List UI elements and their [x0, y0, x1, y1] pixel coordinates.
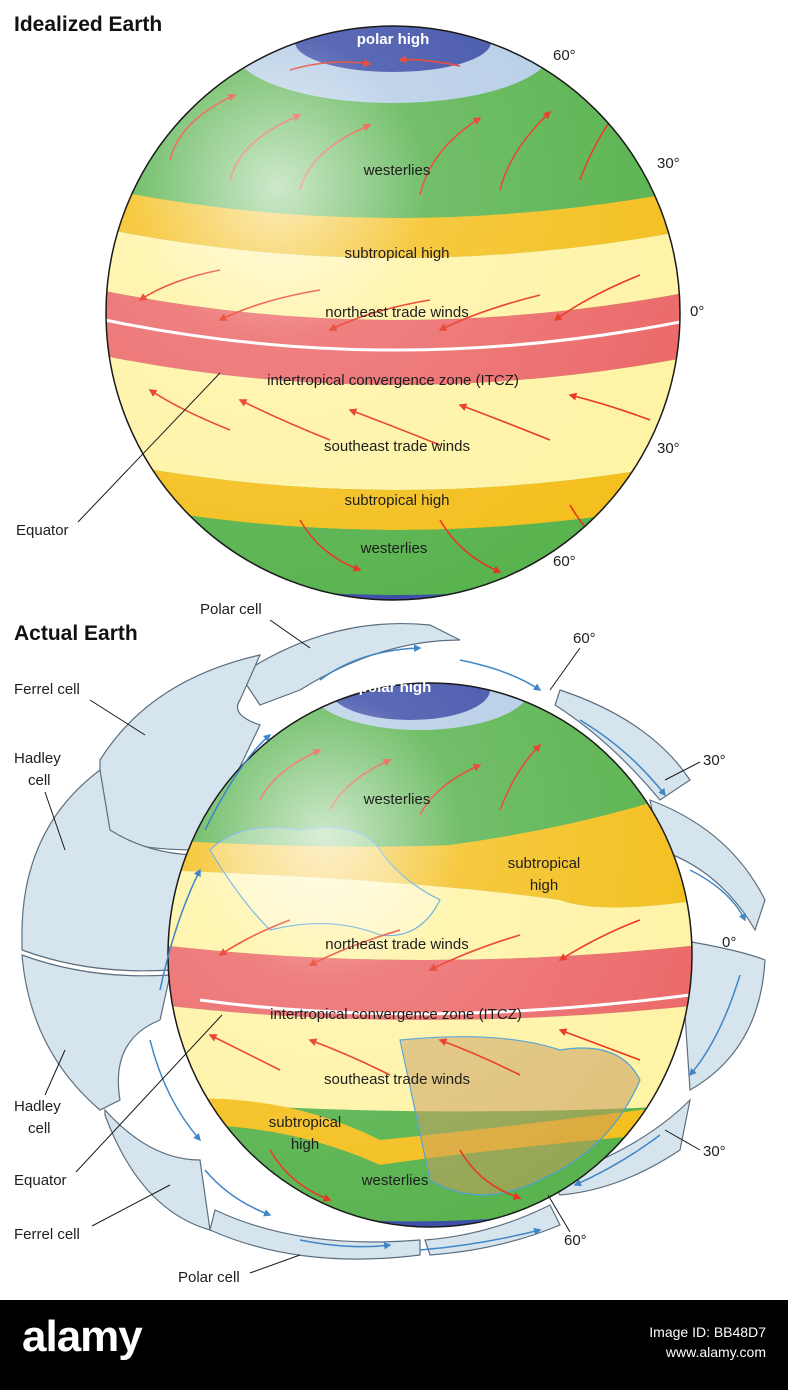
globe-highlight-actual: [168, 683, 692, 1227]
ferrel-cell-top-label: Ferrel cell: [14, 681, 80, 698]
cell-loop-arrow: [689, 869, 746, 922]
lat-30s-label: 30°: [657, 440, 680, 457]
lat-0-label: 0°: [690, 303, 704, 320]
itcz-label: intertropical convergence zone (ITCZ): [267, 372, 519, 389]
westerlies-south-label-actual: westerlies: [361, 1172, 429, 1189]
footer-url-text: www.alamy.com: [665, 1344, 766, 1360]
lat-60n-label: 60°: [553, 47, 576, 64]
hadley-cell-top: [21, 768, 201, 972]
hadley-cell-right-top: [649, 799, 766, 932]
westerlies-south-label: westerlies: [360, 540, 428, 557]
idealized-globe: polar high westerlies subtropical high n…: [105, 25, 681, 601]
image-id-block: Image ID: BB48D7 www.alamy.com: [649, 1322, 766, 1362]
image-id-text: Image ID: BB48D7: [649, 1324, 766, 1340]
cell-loops: [149, 644, 746, 1251]
cell-loop-arrow: [159, 868, 201, 991]
lat-60n-leader: [549, 647, 581, 691]
polar-high-label-actual: polar high: [359, 679, 432, 696]
idealized-latitude-labels: 60° 30° 0° 30° 60°: [553, 47, 704, 570]
equator-callout-label-actual: Equator: [14, 1172, 67, 1189]
hadley-cell-top-label-2: cell: [28, 772, 51, 789]
equator-callout-line: [77, 372, 221, 523]
subtropical-high-north-label: subtropical high: [344, 245, 449, 262]
lat-30n-leader: [664, 761, 701, 781]
actual-cell-callouts: Polar cell Ferrel cell Hadley cell Hadle…: [14, 601, 311, 1286]
ferrel-cell-bottom: [104, 1108, 211, 1231]
hadley-cell-bottom: [21, 954, 171, 1111]
subtropical-high-north-label-2: high: [530, 877, 558, 894]
ferrel-cell-top-leader: [89, 699, 146, 736]
globe-outline: [105, 25, 681, 601]
ferrel-cell-bottom-leader: [91, 1184, 171, 1227]
actual-earth-title: Actual Earth: [14, 622, 138, 645]
lat-0-label-actual: 0°: [722, 934, 736, 951]
cell-loop-arrow: [579, 719, 666, 797]
westerlies-north-label: westerlies: [363, 162, 431, 179]
lat-60n-label-actual: 60°: [573, 630, 596, 647]
alamy-logo: alamy: [22, 1312, 143, 1361]
hadley-cell-top-label-1: Hadley: [14, 750, 61, 767]
lat-60s-leader: [547, 1194, 571, 1233]
ferrel-cell-bottom-label: Ferrel cell: [14, 1226, 80, 1243]
idealized-earth-title: Idealized Earth: [14, 13, 162, 36]
cell-loop-arrow: [149, 1039, 201, 1142]
cell-loop-arrow: [573, 1134, 661, 1186]
lat-60s-label: 60°: [553, 553, 576, 570]
polar-cell-top-leader: [269, 619, 311, 649]
cell-loop-arrow: [459, 659, 542, 691]
subtropical-high-south-label: subtropical high: [344, 492, 449, 509]
actual-latitude-labels: 60° 30° 0° 30° 60°: [547, 630, 736, 1249]
hadley-cell-bottom-leader: [44, 1049, 66, 1096]
subtropical-high-south-label-1: subtropical: [269, 1114, 342, 1131]
ne-trades-label-actual: northeast trade winds: [325, 936, 468, 953]
cell-loop-arrow: [319, 644, 422, 681]
lat-30s-leader: [664, 1129, 701, 1151]
subtropical-high-south-label-2: high: [291, 1136, 319, 1153]
se-trades-label: southeast trade winds: [324, 438, 470, 455]
polar-cell-bottom-label: Polar cell: [178, 1269, 240, 1286]
hadley-cell-top-leader: [44, 791, 66, 851]
cell-loop-arrow: [419, 1227, 542, 1251]
cell-loop-arrow: [299, 1239, 392, 1250]
lat-30s-label-actual: 30°: [703, 1143, 726, 1160]
subtropical-high-north-label-1: subtropical: [508, 855, 581, 872]
polar-cell-bottom-leader: [249, 1254, 301, 1274]
polar-cell-top-label: Polar cell: [200, 601, 262, 618]
lat-30n-label: 30°: [657, 155, 680, 172]
lat-30n-label-actual: 30°: [703, 752, 726, 769]
globe-highlight: [106, 26, 680, 600]
cell-loop-arrow: [204, 1169, 272, 1217]
hadley-cell-bottom-label-1: Hadley: [14, 1098, 61, 1115]
equator-callout-label: Equator: [16, 522, 69, 539]
hadley-cell-bottom-label-2: cell: [28, 1120, 51, 1137]
cell-loop-arrow: [204, 734, 272, 831]
circulation-cells: [21, 622, 766, 1260]
watermark-footer: alamy Image ID: BB48D7 www.alamy.com: [0, 1300, 788, 1390]
hadley-cell-right-bottom: [679, 939, 766, 1091]
ferrel-cell-right-top: [554, 689, 691, 801]
ne-trades-label: northeast trade winds: [325, 304, 468, 321]
polar-cell-bottom-right: [424, 1204, 561, 1256]
cell-loop-arrow: [689, 974, 741, 1077]
lat-60s-label-actual: 60°: [564, 1232, 587, 1249]
itcz-label-actual: intertropical convergence zone (ITCZ): [270, 1006, 522, 1023]
atmospheric-circulation-diagram: Idealized Earth: [14, 13, 766, 1286]
westerlies-north-label-actual: westerlies: [363, 791, 431, 808]
equator-callout-leader-actual: [75, 1014, 223, 1173]
polar-high-label: polar high: [357, 31, 430, 48]
se-trades-label-actual: southeast trade winds: [324, 1071, 470, 1088]
